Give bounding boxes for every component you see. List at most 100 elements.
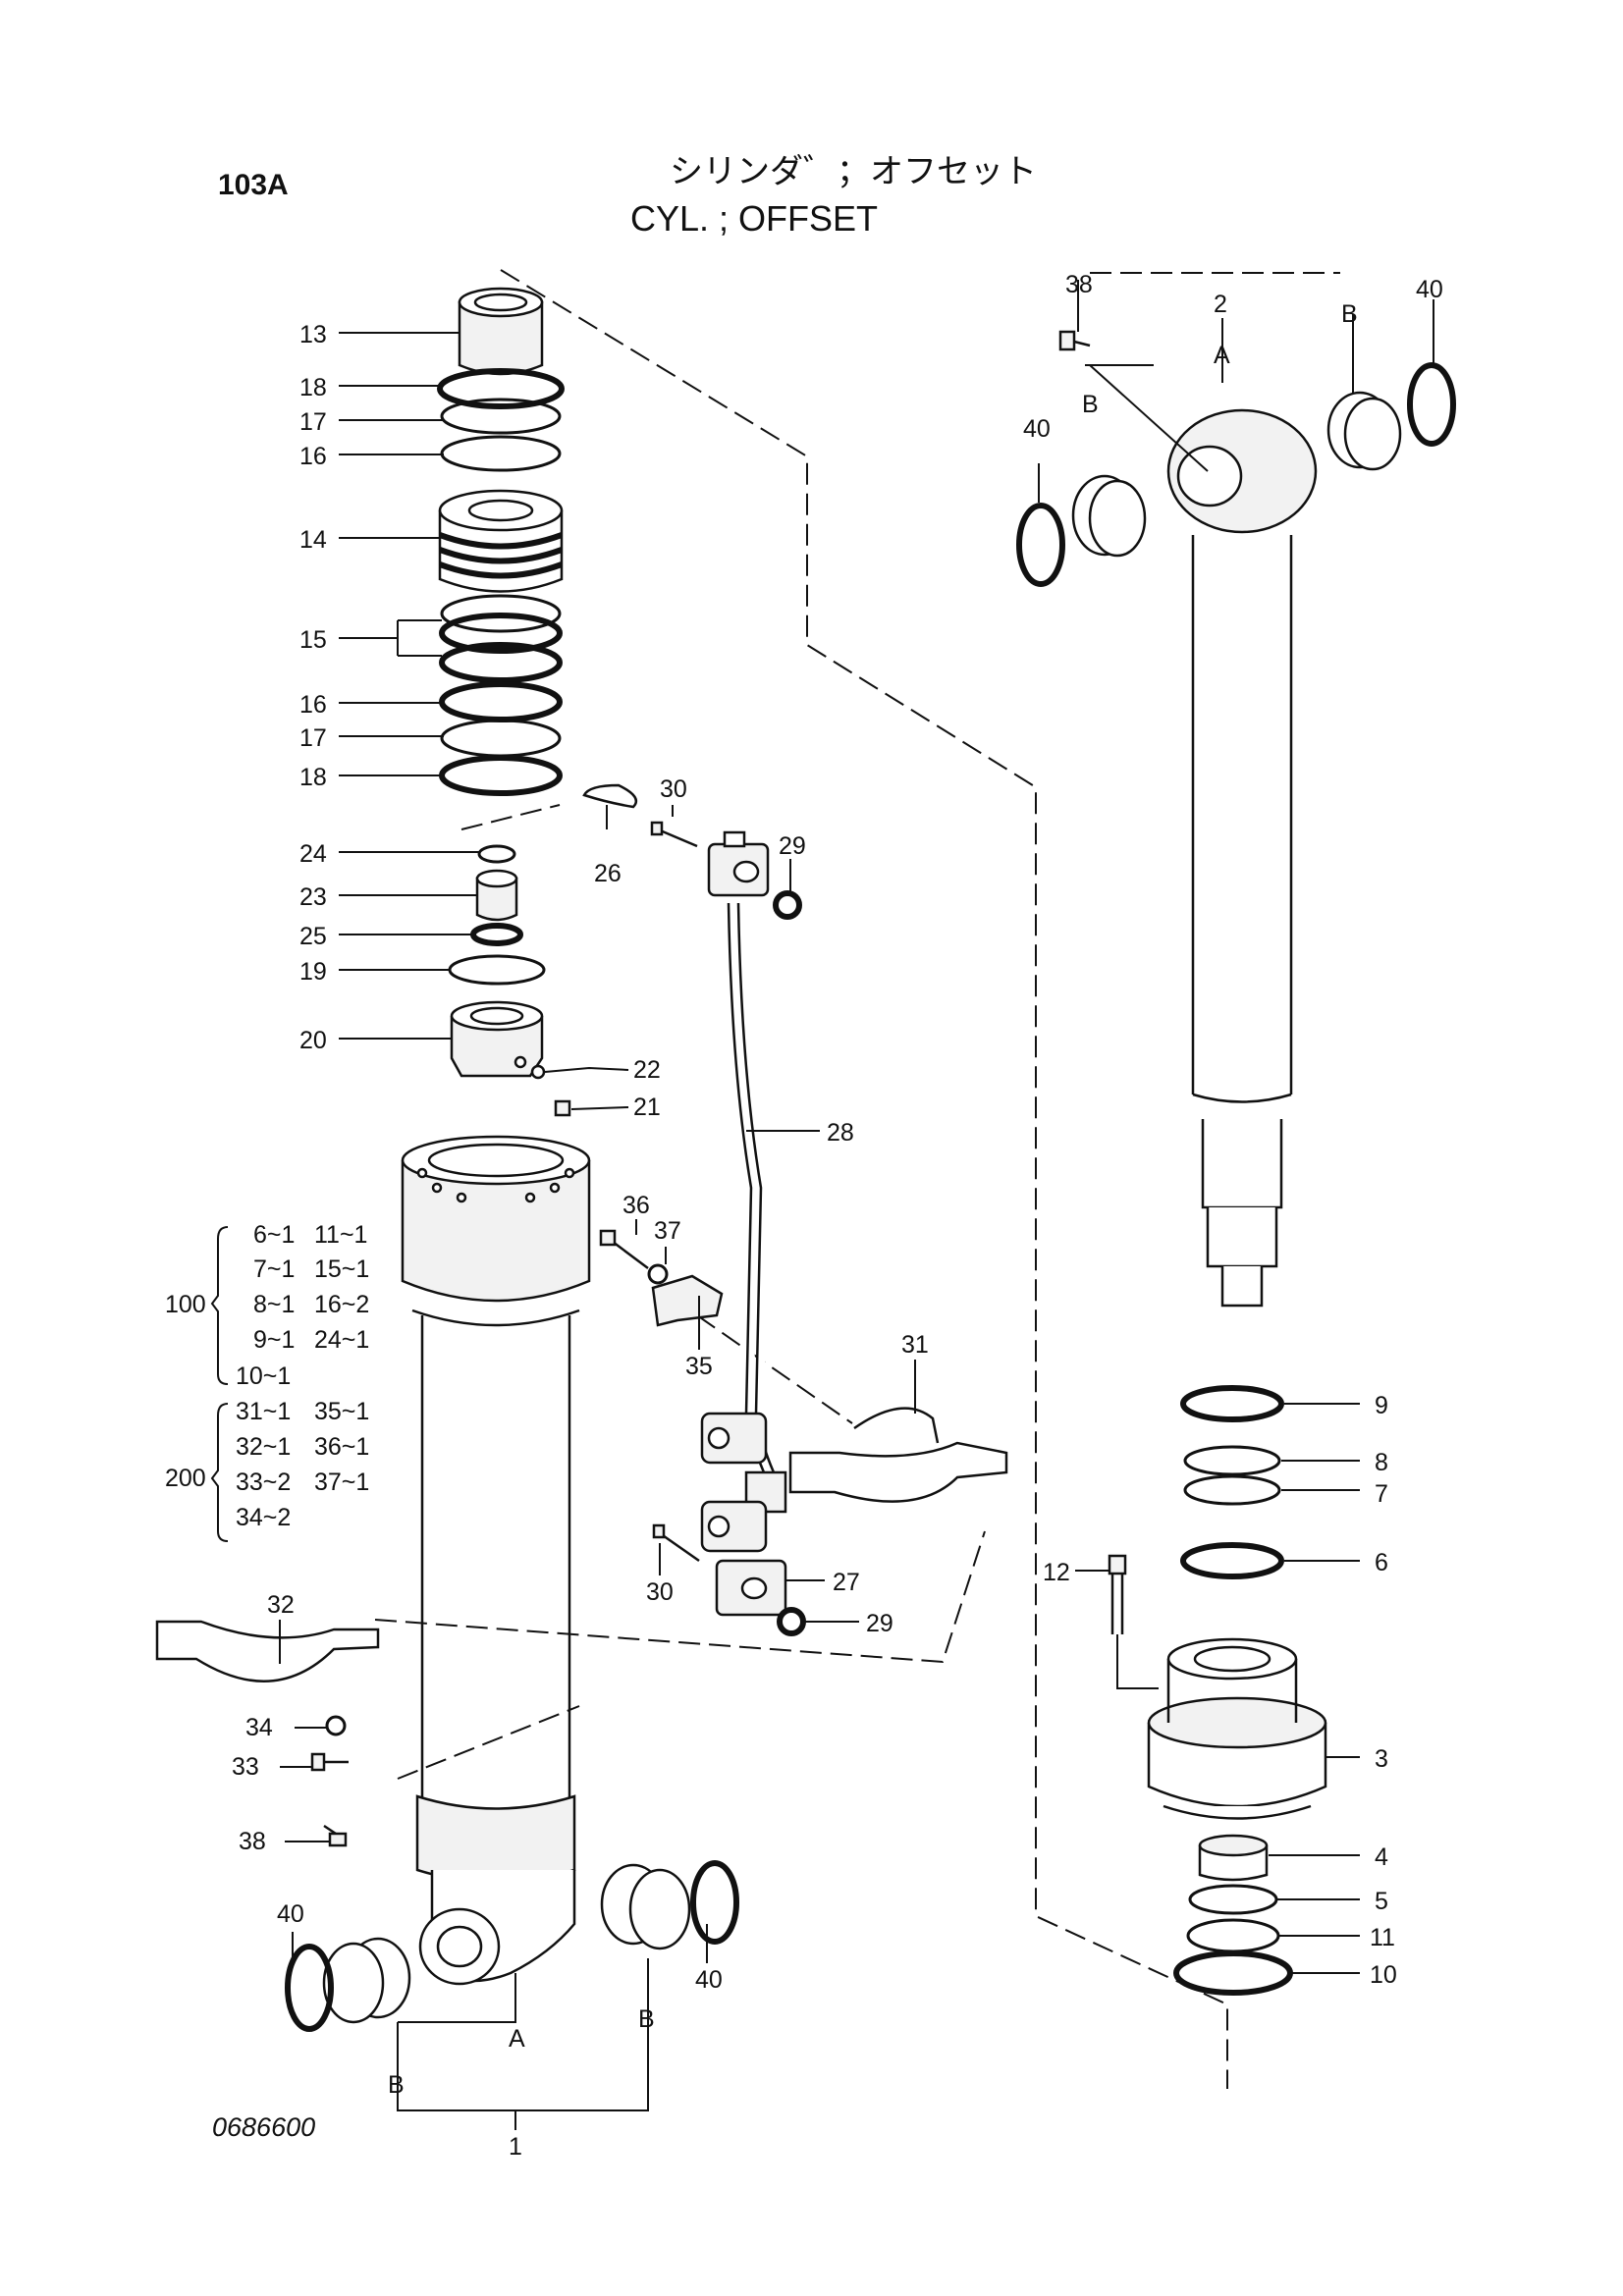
callout-A-lower: A xyxy=(509,2025,525,2053)
clamp-32 xyxy=(155,1620,380,1682)
rod-bushings-upper xyxy=(1016,362,1456,587)
kit-100-item: 8~1 xyxy=(253,1291,295,1318)
kit-200-item: 32~1 xyxy=(236,1433,291,1461)
callout-34: 34 xyxy=(245,1714,273,1741)
callout-4: 4 xyxy=(1375,1843,1388,1871)
callout-30-upper: 30 xyxy=(660,775,687,803)
callout-1: 1 xyxy=(509,2133,522,2161)
kit-100-item: 10~1 xyxy=(236,1362,291,1390)
head-3 xyxy=(1147,1637,1327,1820)
ring-stack-upper xyxy=(437,368,565,472)
callout-16-lower: 16 xyxy=(299,691,327,719)
kit-200-item: 31~1 xyxy=(236,1398,291,1425)
callout-7: 7 xyxy=(1375,1480,1388,1508)
callout-11: 11 xyxy=(1370,1924,1395,1951)
kit-100-item: 24~1 xyxy=(314,1326,369,1354)
callout-3: 3 xyxy=(1375,1745,1388,1773)
ring-stack-lower xyxy=(439,594,563,796)
kit-label-100: 100 xyxy=(165,1291,206,1318)
callout-33: 33 xyxy=(232,1753,259,1781)
kit-200: 200 31~1 35~1 32~1 36~1 33~2 37~1 34~2 xyxy=(165,1398,369,1542)
callout-20: 20 xyxy=(299,1027,327,1054)
bolt-30-upper xyxy=(650,821,698,848)
callout-A-upper: A xyxy=(1214,342,1230,369)
callout-31: 31 xyxy=(901,1331,929,1359)
title-japanese: シリンダ゛；オフセット xyxy=(670,153,1037,190)
callout-18-lower: 18 xyxy=(299,764,327,791)
callout-35: 35 xyxy=(685,1353,713,1380)
callout-23: 23 xyxy=(299,883,327,911)
assembly-line-piston xyxy=(460,804,561,830)
bushing-left-lower xyxy=(285,1937,411,2032)
callout-27: 27 xyxy=(833,1569,860,1596)
grease-nipple-38-lower xyxy=(323,1824,348,1847)
kit-200-item: 36~1 xyxy=(314,1433,369,1461)
callout-9: 9 xyxy=(1375,1392,1388,1419)
assembly-line-bracket xyxy=(696,1314,853,1424)
callout-36: 36 xyxy=(622,1192,650,1219)
kit-100-item: 15~1 xyxy=(314,1255,369,1283)
kit-label-200: 200 xyxy=(165,1465,206,1492)
kit-100-item: 16~2 xyxy=(314,1291,369,1318)
callout-8: 8 xyxy=(1375,1449,1388,1476)
callout-B-upper-right: B xyxy=(1341,300,1358,328)
callout-29-upper: 29 xyxy=(779,832,806,860)
title-english: CYL. ; OFFSET xyxy=(630,198,878,239)
callout-labels: 13 18 17 16 14 15 16 17 18 24 23 25 19 2… xyxy=(232,271,1443,2161)
assembly-line-clamp-lower xyxy=(397,1705,580,1780)
flange-upper xyxy=(707,830,770,897)
grease-nipple-38-upper xyxy=(1058,330,1091,351)
bush-13 xyxy=(458,287,544,376)
elbow-middle xyxy=(700,1412,787,1553)
drawing-number: 0686600 xyxy=(212,2112,315,2142)
oring-29-upper xyxy=(773,890,802,920)
kit-200-item: 34~2 xyxy=(236,1504,291,1531)
bolt-30-lower xyxy=(652,1523,700,1563)
callout-40-upper-right: 40 xyxy=(1416,276,1443,303)
rod-seals-9-6 xyxy=(1180,1385,1284,1579)
callout-B-upper-left: B xyxy=(1082,391,1099,418)
kit-100-item: 9~1 xyxy=(253,1326,295,1354)
callout-40-right: 40 xyxy=(695,1966,723,1994)
clamp-31 xyxy=(788,1407,1008,1503)
assembly-line-clamp xyxy=(374,1530,986,1664)
callout-24: 24 xyxy=(299,840,327,868)
callout-40-left: 40 xyxy=(277,1900,304,1928)
callout-40-upper-left: 40 xyxy=(1023,415,1051,443)
callout-21: 21 xyxy=(633,1094,661,1121)
bracket-35 xyxy=(651,1274,724,1327)
rod-2 xyxy=(1166,408,1318,1308)
callout-19: 19 xyxy=(299,958,327,986)
callout-12: 12 xyxy=(1043,1559,1070,1586)
head-seals-4-10 xyxy=(1173,1834,1293,1996)
leader-lines xyxy=(279,280,1434,2130)
page-code: 103A xyxy=(218,169,289,201)
seal-26 xyxy=(582,783,638,809)
flange-lower xyxy=(715,1559,787,1617)
callout-29-lower: 29 xyxy=(866,1610,893,1637)
callout-17-upper: 17 xyxy=(299,408,327,436)
kit-200-item: 37~1 xyxy=(314,1468,369,1496)
kit-100-item: 6~1 xyxy=(253,1221,295,1249)
callout-28: 28 xyxy=(827,1119,854,1147)
callout-2: 2 xyxy=(1214,291,1227,318)
kit-200-item: 35~1 xyxy=(314,1398,369,1425)
nut-34-bolt-33 xyxy=(310,1715,349,1772)
kit-100-item: 11~1 xyxy=(314,1221,367,1249)
callout-17-lower: 17 xyxy=(299,724,327,752)
oring-29-lower xyxy=(777,1607,806,1636)
callout-30-lower: 30 xyxy=(646,1578,674,1606)
callout-26: 26 xyxy=(594,860,622,887)
callout-37: 37 xyxy=(654,1217,681,1245)
nut-20 xyxy=(450,1000,571,1117)
callout-38-upper: 38 xyxy=(1065,271,1093,298)
bolt-36-washer-37 xyxy=(599,1229,669,1285)
kit-200-item: 33~2 xyxy=(236,1468,291,1496)
small-parts-24-23-25-19 xyxy=(448,844,546,986)
callout-14: 14 xyxy=(299,526,327,554)
bolt-12 xyxy=(1108,1554,1127,1634)
callout-B-lower-right: B xyxy=(638,2005,655,2033)
callout-38-lower: 38 xyxy=(239,1828,266,1855)
callout-13: 13 xyxy=(299,321,327,348)
